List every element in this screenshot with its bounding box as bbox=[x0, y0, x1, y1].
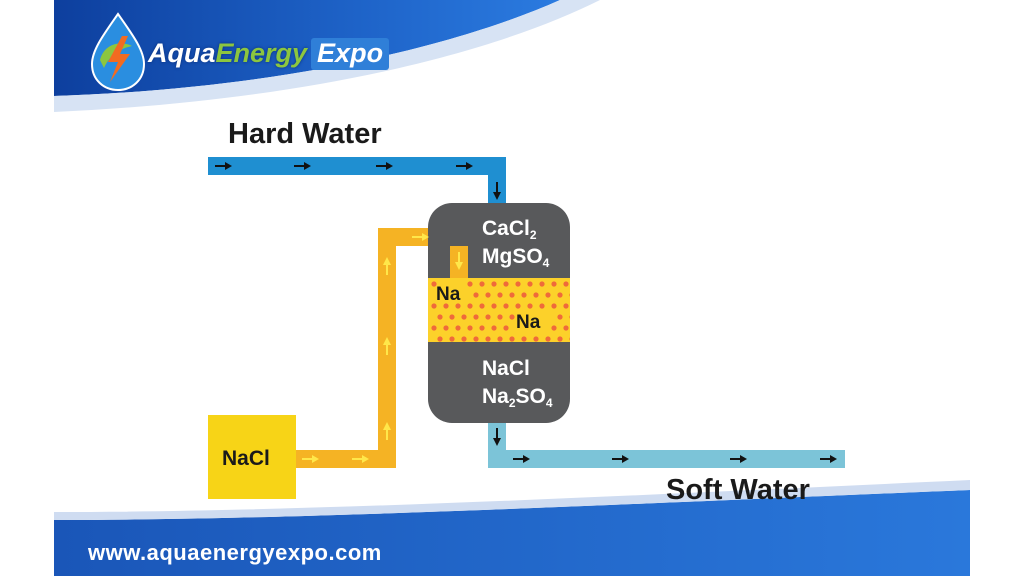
flow-arrows bbox=[215, 162, 837, 463]
resin-bead bbox=[533, 336, 539, 342]
soft-water-label: Soft Water bbox=[666, 474, 810, 506]
resin-bead bbox=[521, 292, 527, 298]
resin-bead bbox=[431, 325, 437, 331]
resin-bead bbox=[449, 336, 455, 342]
tank-top-formula-1: CaCl2 bbox=[482, 216, 537, 242]
resin-bead bbox=[569, 293, 570, 297]
footer-wave bbox=[54, 490, 970, 576]
resin-bead bbox=[455, 303, 461, 309]
resin-bead bbox=[491, 281, 497, 287]
formula-subscript: 4 bbox=[545, 396, 553, 410]
resin-bead bbox=[509, 314, 515, 320]
resin-bead bbox=[533, 292, 539, 298]
resin-bead bbox=[455, 325, 461, 331]
resin-bead bbox=[485, 336, 491, 342]
resin-bead bbox=[557, 336, 563, 342]
resin-bead bbox=[467, 281, 473, 287]
resin-bead bbox=[503, 325, 509, 331]
resin-bead bbox=[539, 281, 545, 287]
resin-bead bbox=[473, 292, 479, 298]
resin-bead bbox=[479, 303, 485, 309]
resin-bead bbox=[563, 325, 569, 331]
resin-label-na-2: Na bbox=[516, 312, 541, 333]
resin-bead bbox=[485, 292, 491, 298]
resin-bead bbox=[443, 303, 449, 309]
formula-base: Na bbox=[482, 385, 509, 408]
header-wave bbox=[54, 0, 560, 96]
softener-tank bbox=[428, 203, 570, 423]
resin-bead bbox=[437, 336, 443, 342]
resin-bead bbox=[467, 303, 473, 309]
resin-bead bbox=[503, 281, 509, 287]
tank-bottom-formula-1: NaCl bbox=[482, 357, 530, 380]
salt-label: NaCl bbox=[222, 447, 270, 470]
resin-bead bbox=[527, 281, 533, 287]
resin-bead bbox=[569, 337, 570, 341]
formula-subscript: 2 bbox=[529, 228, 537, 242]
resin-bead bbox=[545, 292, 551, 298]
hard-water-arrow bbox=[215, 162, 501, 200]
resin-bead bbox=[449, 314, 455, 320]
resin-bead bbox=[491, 303, 497, 309]
resin-label-na-1: Na bbox=[436, 284, 461, 305]
water-drop-lightning-icon bbox=[90, 12, 146, 92]
resin-bead bbox=[515, 281, 521, 287]
resin-bead bbox=[479, 281, 485, 287]
resin-bead bbox=[473, 314, 479, 320]
resin-bead bbox=[485, 314, 491, 320]
soft-water-arrow bbox=[493, 428, 837, 463]
resin-bead bbox=[563, 281, 569, 287]
logo-energy: Energy bbox=[215, 38, 308, 68]
resin-bead bbox=[431, 303, 437, 309]
tank-top-formula-2: MgSO4 bbox=[482, 244, 549, 270]
resin-bead bbox=[539, 303, 545, 309]
resin-bead bbox=[491, 325, 497, 331]
resin-bead bbox=[497, 292, 503, 298]
resin-bead bbox=[509, 292, 515, 298]
formula-base: CaCl bbox=[482, 217, 530, 240]
resin-bed bbox=[428, 278, 570, 342]
resin-bead bbox=[443, 325, 449, 331]
resin-bead bbox=[497, 314, 503, 320]
resin-bead bbox=[545, 336, 551, 342]
resin-bead bbox=[551, 303, 557, 309]
resin-bead bbox=[437, 314, 443, 320]
resin-beads bbox=[431, 281, 570, 342]
resin-bead bbox=[509, 336, 515, 342]
brine-arrow bbox=[302, 233, 463, 463]
formula-base: SO bbox=[515, 385, 546, 408]
resin-bead bbox=[467, 325, 473, 331]
resin-bead bbox=[563, 303, 569, 309]
resin-bead bbox=[551, 281, 557, 287]
resin-bead bbox=[497, 336, 503, 342]
resin-bead bbox=[527, 303, 533, 309]
footer-wave-light bbox=[54, 480, 970, 520]
resin-bead bbox=[479, 325, 485, 331]
hard-water-label: Hard Water bbox=[228, 118, 382, 150]
resin-bead bbox=[503, 303, 509, 309]
resin-bead bbox=[557, 292, 563, 298]
tank-bottom-formula-2: Na2SO4 bbox=[482, 384, 553, 410]
formula-base: MgSO bbox=[482, 245, 543, 268]
logo-aqua: Aqua bbox=[148, 38, 216, 68]
footer-url: www.aquaenergyexpo.com bbox=[88, 540, 382, 565]
resin-bead bbox=[461, 314, 467, 320]
resin-bead bbox=[521, 336, 527, 342]
formula-subscript: 4 bbox=[542, 256, 550, 270]
resin-bead bbox=[431, 281, 437, 287]
resin-bead bbox=[557, 314, 563, 320]
resin-bead bbox=[461, 336, 467, 342]
resin-bead bbox=[569, 315, 570, 319]
resin-bead bbox=[515, 303, 521, 309]
salt-box bbox=[208, 415, 296, 499]
resin-bead bbox=[473, 336, 479, 342]
logo-expo: Expo bbox=[311, 38, 390, 70]
formula-subscript: 2 bbox=[508, 396, 516, 410]
resin-bead bbox=[551, 325, 557, 331]
header-wave-light bbox=[54, 0, 600, 112]
